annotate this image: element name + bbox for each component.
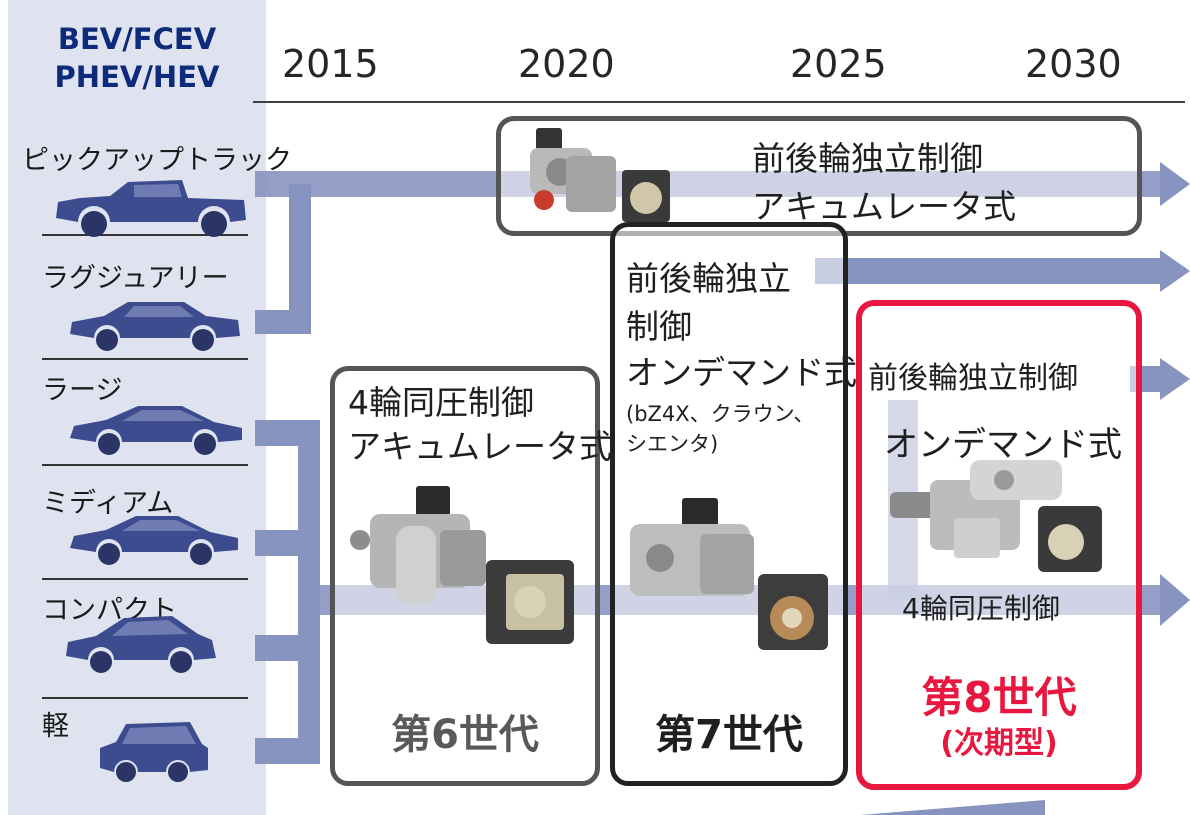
gen6-actuator-image	[350, 486, 574, 644]
gen7-actuator-image	[630, 498, 828, 650]
category-label-large: ラージ	[42, 375, 123, 406]
gen7-label: 第7世代	[655, 712, 803, 758]
flow-arrow	[815, 258, 1160, 284]
flow-connector	[255, 530, 320, 556]
category-divider	[42, 464, 248, 466]
category-label-luxury: ラグジュアリー	[42, 263, 229, 294]
gen7-line1: 前後輪独立	[626, 259, 791, 298]
gen8-actuator-image	[890, 460, 1102, 572]
box-gen7	[610, 222, 848, 786]
gen8-label: 第8世代	[921, 673, 1077, 722]
year-label: 2015	[282, 42, 379, 86]
flow-connector	[255, 420, 320, 446]
large-sedan-image	[70, 406, 242, 455]
gen6-line2: アキュムレータ式	[348, 427, 612, 466]
compact-car-image	[66, 616, 216, 673]
year-label: 2020	[518, 42, 615, 86]
medium-sedan-image	[70, 516, 238, 565]
powertrain-line2: PHEV/HEV	[54, 60, 220, 94]
brake-actuator-image	[530, 128, 670, 222]
gen6-line1: 4輪同圧制御	[348, 383, 534, 422]
gen7-note1: (bZ4X、クラウン、	[626, 402, 815, 426]
category-label-kei: 軽	[42, 711, 69, 742]
luxury-sedan-image	[70, 302, 240, 351]
gen8-line2: オンデマンド式	[884, 425, 1122, 465]
arrow-head	[1160, 162, 1190, 206]
kei-car-image	[100, 722, 208, 782]
bottom-wedge	[860, 800, 1045, 815]
arrow-head	[1160, 250, 1190, 292]
category-divider	[42, 358, 248, 360]
year-label: 2030	[1025, 42, 1122, 86]
gen7-line3: オンデマンド式	[626, 353, 857, 392]
category-label-medium: ミディアム	[42, 488, 174, 519]
arrow-head	[1160, 358, 1190, 400]
category-label-pickup: ピックアップトラック	[22, 145, 292, 176]
year-label: 2025	[790, 42, 887, 86]
gen7-note2: シエンタ)	[626, 432, 719, 456]
pickup-truck-image	[56, 180, 246, 237]
category-divider	[42, 578, 248, 580]
flow-connector	[255, 635, 320, 661]
category-divider	[42, 234, 248, 236]
arrow-head	[1160, 574, 1190, 626]
flow-connector	[298, 420, 320, 760]
flow-connector	[255, 738, 320, 764]
gen8-line3: 4輪同圧制御	[902, 592, 1060, 625]
box-top-line2: アキュムレータ式	[752, 187, 1016, 226]
category-divider	[42, 697, 248, 699]
flow-connector	[289, 184, 311, 334]
box-top-line1: 前後輪独立制御	[752, 139, 983, 178]
gen7-line2: 制御	[626, 307, 692, 346]
gen8-sublabel: (次期型)	[940, 726, 1058, 761]
powertrain-line1: BEV/FCEV	[57, 22, 217, 56]
flow-connector	[255, 310, 311, 334]
gen6-label: 第6世代	[391, 712, 539, 758]
timeline-axis	[253, 101, 1185, 103]
gen8-line1: 前後輪独立制御	[868, 361, 1078, 396]
